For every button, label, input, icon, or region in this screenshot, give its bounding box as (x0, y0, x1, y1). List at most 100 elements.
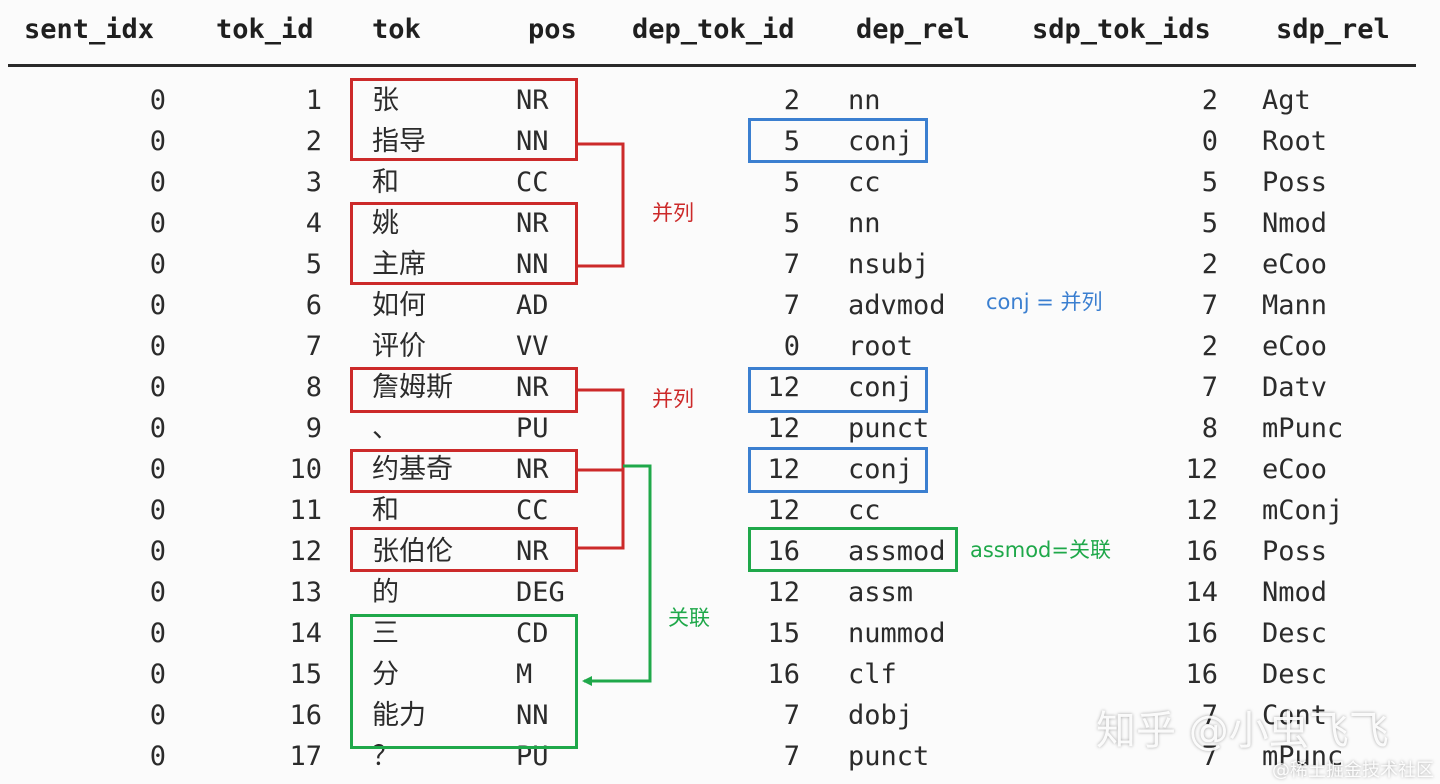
cell-sent-idx: 0 (149, 413, 166, 444)
conj-note: conj = 并列 (986, 290, 1103, 314)
cell-dep-tok-id: 12 (767, 495, 800, 526)
cell-sdp-rel: Mann (1262, 290, 1328, 321)
cell-pos: CC (516, 167, 549, 198)
cell-pos: CC (516, 495, 549, 526)
cell-tok-id: 7 (305, 331, 322, 362)
cell-pos: NR (516, 372, 549, 403)
conj-box-row2 (748, 118, 928, 163)
cell-sent-idx: 0 (149, 618, 166, 649)
cell-sent-idx: 0 (149, 249, 166, 280)
cell-tok-id: 17 (289, 741, 322, 772)
cell-sent-idx: 0 (149, 372, 166, 403)
cell-tok-id: 2 (305, 126, 322, 157)
cell-sdp-tok-ids: 7 (1201, 290, 1218, 321)
cell-dep-rel: assm (848, 577, 914, 608)
cell-tok-id: 14 (289, 618, 322, 649)
cell-tok: 的 (372, 577, 399, 608)
cell-tok-id: 5 (305, 249, 322, 280)
cell-dep-rel: conj (848, 454, 914, 485)
col-header-sdp-tok-ids: sdp_tok_ids (1032, 14, 1211, 45)
coord-label-1: 并列 (652, 201, 694, 225)
coord-box-chamberlain (350, 527, 578, 572)
cell-pos: CD (516, 618, 549, 649)
cell-tok-id: 6 (305, 290, 322, 321)
cell-dep-rel: nn (848, 208, 881, 239)
cell-sent-idx: 0 (149, 290, 166, 321)
cell-sdp-rel: eCoo (1262, 454, 1328, 485)
coord-box-jokic (350, 449, 578, 493)
cell-dep-tok-id: 16 (767, 536, 800, 567)
conj-box-row10 (748, 447, 928, 493)
cell-dep-tok-id: 7 (783, 290, 800, 321)
cell-tok-id: 12 (289, 536, 322, 567)
cell-sdp-rel: Root (1262, 126, 1328, 157)
cell-dep-tok-id: 5 (783, 126, 800, 157)
cell-tok: 、 (372, 413, 399, 444)
cell-sent-idx: 0 (149, 167, 166, 198)
cell-tok: 和 (372, 167, 399, 198)
cell-sent-idx: 0 (149, 85, 166, 116)
cell-sdp-rel: Nmod (1262, 577, 1328, 608)
assmod-note: assmod=关联 (970, 538, 1111, 562)
cell-tok: 姚 (372, 208, 399, 239)
cell-tok-id: 16 (289, 700, 322, 731)
assmod-box-row12 (748, 527, 958, 572)
cell-sent-idx: 0 (149, 126, 166, 157)
assoc-label: 关联 (668, 606, 710, 630)
cell-pos: M (516, 659, 533, 690)
cell-dep-rel: nummod (848, 618, 946, 649)
cell-dep-tok-id: 12 (767, 577, 800, 608)
cell-tok: 评价 (372, 331, 426, 362)
cell-dep-tok-id: 12 (767, 413, 800, 444)
cell-sent-idx: 0 (149, 700, 166, 731)
cell-sent-idx: 0 (149, 659, 166, 690)
cell-sent-idx: 0 (149, 577, 166, 608)
cell-tok: 詹姆斯 (372, 372, 453, 403)
coord-box-zhangzhidao (350, 78, 578, 161)
cell-tok: 三 (372, 618, 399, 649)
cell-dep-tok-id: 5 (783, 167, 800, 198)
cell-dep-tok-id: 7 (783, 249, 800, 280)
cell-sdp-rel: Nmod (1262, 208, 1328, 239)
assoc-box-skill (350, 614, 578, 749)
cell-tok-id: 15 (289, 659, 322, 690)
cell-tok: 张伯伦 (372, 536, 453, 567)
cell-sdp-rel: Poss (1262, 167, 1328, 198)
cell-sdp-rel: Desc (1262, 659, 1328, 690)
cell-tok-id: 3 (305, 167, 322, 198)
cell-sdp-tok-ids: 14 (1185, 577, 1218, 608)
cell-dep-tok-id: 5 (783, 208, 800, 239)
cell-tok-id: 10 (289, 454, 322, 485)
cell-tok-id: 11 (289, 495, 322, 526)
cell-sent-idx: 0 (149, 331, 166, 362)
cell-tok-id: 9 (305, 413, 322, 444)
cell-tok-id: 8 (305, 372, 322, 403)
header-rule (8, 64, 1416, 67)
cell-pos: NN (516, 126, 549, 157)
cell-dep-rel: nn (848, 85, 881, 116)
juejin-watermark: @稀土掘金技术社区 (1272, 760, 1434, 781)
cell-dep-tok-id: 16 (767, 659, 800, 690)
cell-pos: VV (516, 331, 549, 362)
cell-tok: 如何 (372, 290, 426, 321)
cell-tok-id: 4 (305, 208, 322, 239)
cell-tok-id: 1 (305, 85, 322, 116)
cell-sdp-tok-ids: 2 (1201, 85, 1218, 116)
cell-sdp-tok-ids: 7 (1201, 700, 1218, 731)
cell-sdp-tok-ids: 7 (1201, 741, 1218, 772)
cell-pos: NR (516, 536, 549, 567)
cell-pos: DEG (516, 577, 565, 608)
cell-sdp-tok-ids: 5 (1201, 167, 1218, 198)
cell-sdp-tok-ids: 0 (1201, 126, 1218, 157)
cell-dep-tok-id: 15 (767, 618, 800, 649)
